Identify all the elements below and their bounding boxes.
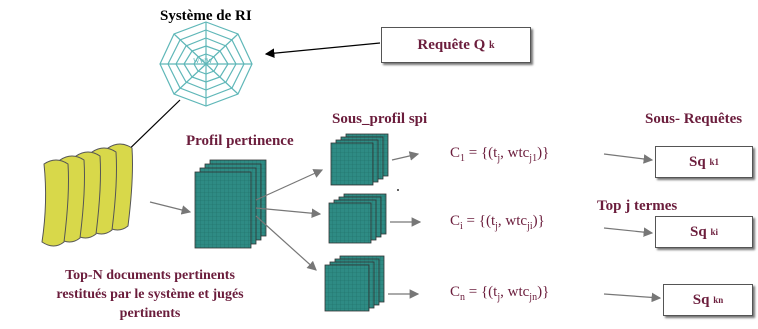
arrow-sp1-to-c1 <box>391 151 420 161</box>
query-box: Requête Q k <box>381 27 531 63</box>
formula-ci: Ci = {(tj, wtcji)} <box>450 213 545 232</box>
arrow-profile-to-sp1 <box>255 169 324 201</box>
documents-caption-line3: pertinents <box>119 306 181 321</box>
subprofile-i-icon <box>328 193 387 244</box>
subprofile-label: Sous_profil spi <box>332 111 428 127</box>
subprofile-1-icon <box>330 133 389 186</box>
documents-caption-line1: Top-N documents pertinents <box>65 268 235 283</box>
documents-stack-icon <box>41 143 133 247</box>
top-j-label: Top j termes <box>597 198 678 214</box>
query-label: Requête Q <box>417 36 486 53</box>
ri-system-label: Système de RI <box>160 8 252 24</box>
subprofile-n-icon <box>324 255 385 312</box>
arrow-c1-to-sqk1 <box>603 153 654 164</box>
arrow-query-to-system <box>264 42 381 58</box>
arrow-ci-to-sqki <box>603 227 654 237</box>
subqueries-header: Sous- Requêtes <box>645 111 743 127</box>
documents-caption-line2: restitués par le système et jugés <box>56 287 244 302</box>
formula-c1: C1 = {(tj, wtcj1)} <box>450 145 550 164</box>
profile-stack-icon <box>194 159 267 249</box>
query-subscript: k <box>489 39 495 51</box>
arrow-cn-to-sqkn <box>603 292 662 303</box>
ri-system-center-text: www <box>193 55 213 65</box>
arrow-profile-to-spi <box>255 207 322 218</box>
dot-marker <box>397 189 399 191</box>
formula-cn: Cn = {(tj, wtcjn)} <box>450 284 550 303</box>
subquery-box-kn: Sq kn <box>663 284 753 316</box>
arrow-documents-to-profile <box>149 201 192 215</box>
spider-web-icon <box>159 21 253 107</box>
documents-caption: Top-N documents pertinents restitués par… <box>0 266 300 323</box>
subquery-box-k1: Sq k1 <box>655 146 753 178</box>
arrow-profile-to-spn <box>255 215 317 271</box>
subquery-box-ki: Sq ki <box>655 216 753 248</box>
profile-label: Profil pertinence <box>186 133 294 149</box>
